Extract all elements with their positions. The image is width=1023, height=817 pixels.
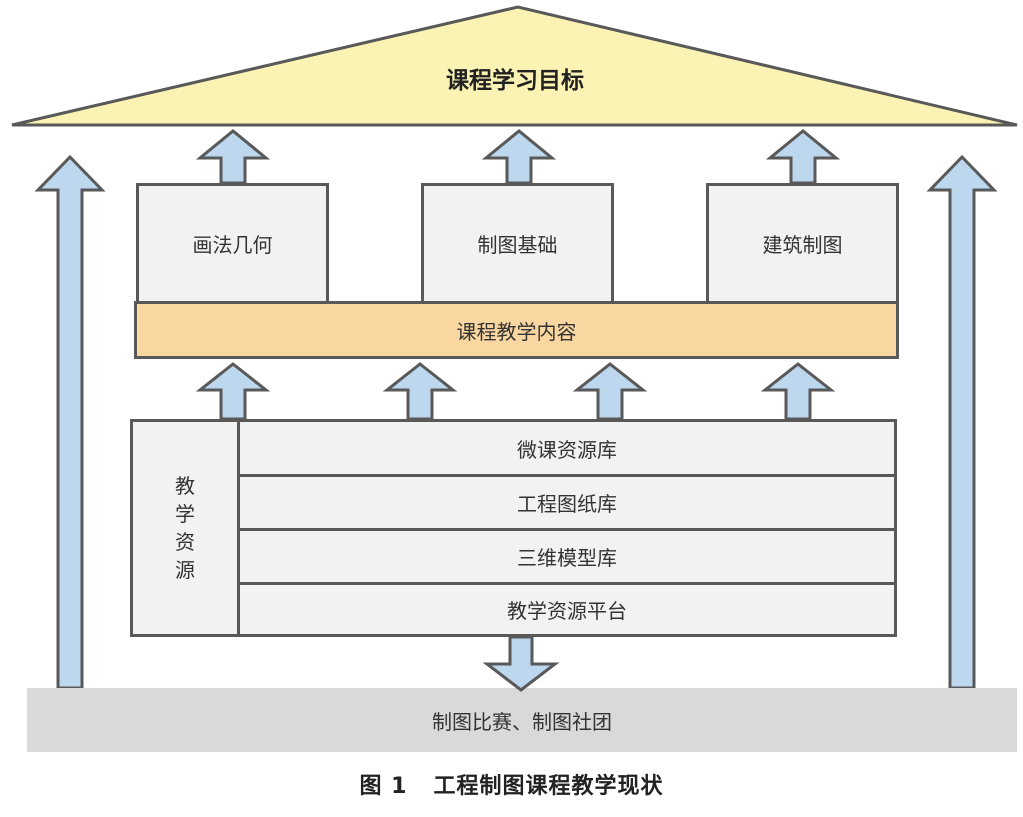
side-char: 教	[175, 474, 195, 498]
teaching-content-band: 课程教学内容	[134, 301, 899, 359]
course-label: 制图基础	[477, 233, 558, 257]
side-char: 源	[175, 558, 195, 582]
ground-bar: 制图比赛、制图社团	[27, 688, 1017, 752]
roof-triangle	[11, 5, 1018, 127]
ground-label: 制图比赛、制图社团	[432, 709, 612, 734]
figure-number: 图 1	[359, 774, 408, 799]
resource-row-label: 三维模型库	[517, 546, 617, 570]
resource-up-arrow-2-icon	[382, 362, 458, 421]
course-1-up-arrow-icon	[195, 129, 271, 185]
resource-row-3d-models: 三维模型库	[240, 531, 894, 585]
course-label: 建筑制图	[762, 233, 843, 257]
roof-label: 课程学习目标	[446, 67, 584, 94]
resource-row-label: 微课资源库	[517, 437, 617, 462]
side-char: 学	[175, 502, 195, 526]
side-char: 资	[175, 530, 195, 554]
resource-row-label: 工程图纸库	[517, 492, 617, 516]
resource-row-engineering-drawings: 工程图纸库	[240, 477, 894, 531]
right-side-up-arrow-icon	[926, 154, 998, 690]
course-box-architectural-drawing: 建筑制图	[706, 183, 899, 304]
course-3-up-arrow-icon	[765, 129, 841, 185]
teaching-resources-block: 教 学 资 源 微课资源库 工程图纸库 三维模型库 教学资源平台	[130, 419, 897, 637]
resource-row-teaching-platform: 教学资源平台	[240, 585, 894, 634]
resource-up-arrow-1-icon	[195, 362, 271, 421]
course-label: 画法几何	[192, 233, 273, 257]
resource-up-arrow-4-icon	[760, 362, 836, 421]
teaching-resources-side-label: 教 学 资 源	[133, 422, 240, 634]
resource-row-micro-lessons: 微课资源库	[240, 422, 894, 477]
resource-row-label: 教学资源平台	[507, 599, 627, 623]
course-box-drawing-basics: 制图基础	[421, 183, 614, 304]
resource-up-arrow-3-icon	[572, 362, 648, 421]
teaching-content-label: 课程教学内容	[456, 319, 577, 344]
course-2-up-arrow-icon	[481, 129, 557, 185]
course-box-descriptive-geometry: 画法几何	[136, 183, 329, 304]
figure-title: 工程制图课程教学现状	[433, 774, 664, 799]
left-side-up-arrow-icon	[34, 154, 106, 690]
figure-caption: 图 1 工程制图课程教学现状	[0, 762, 1023, 806]
